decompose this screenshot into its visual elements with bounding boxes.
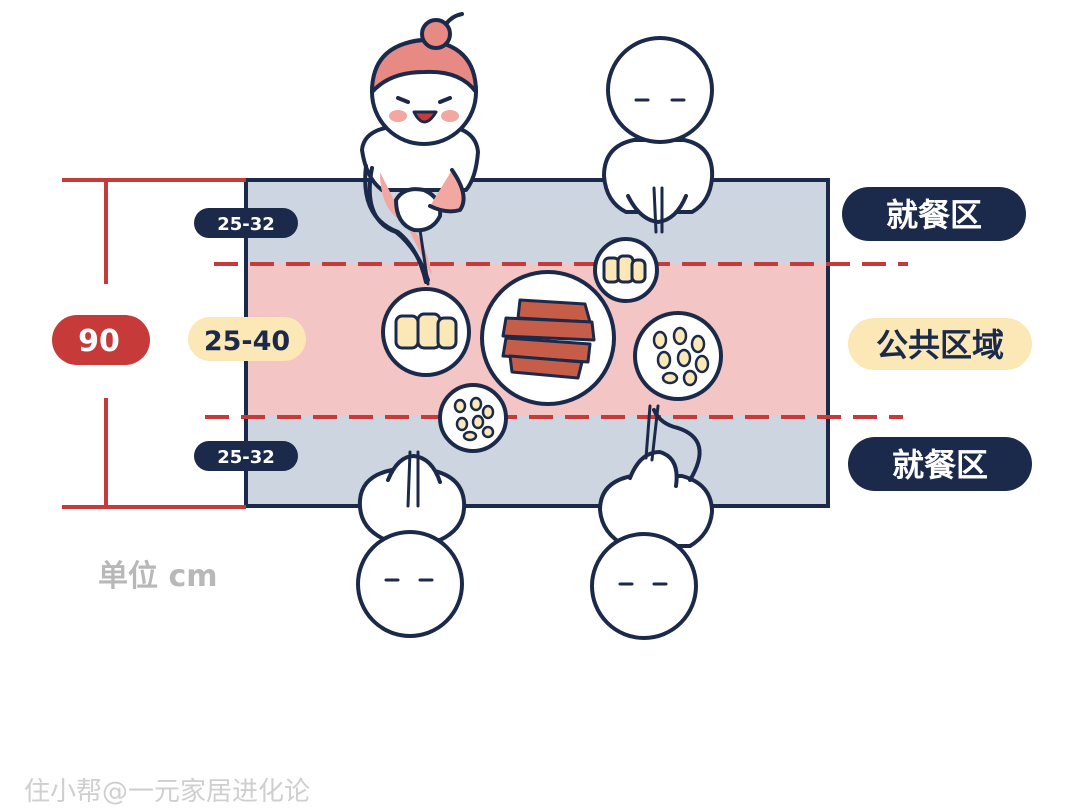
diner-icon — [590, 404, 714, 640]
meat-platter-icon — [480, 270, 616, 406]
depth-badge: 90 — [52, 315, 150, 365]
public-width-badge: 25-40 — [188, 317, 306, 361]
plate-icon — [593, 237, 659, 303]
chopsticks-icon — [406, 450, 412, 508]
bottom-dining-width-badge: 25-32 — [194, 441, 298, 471]
girl-diner-icon — [360, 12, 480, 286]
diner-icon — [356, 450, 467, 638]
top-dining-width-label: 25-32 — [217, 214, 275, 235]
top-dining-zone-badge: 就餐区 — [842, 187, 1026, 241]
dishes — [381, 237, 723, 453]
diner-icon — [602, 36, 715, 234]
watermark: 住小帮@一元家居进化论 — [24, 777, 310, 807]
plate-icon — [633, 311, 723, 401]
public-zone-label: 公共区域 — [876, 326, 1004, 364]
plate-icon — [438, 383, 508, 453]
depth-dimension — [62, 178, 246, 509]
chopsticks-icon — [652, 186, 658, 234]
unit-label: 单位 cm — [98, 559, 218, 594]
bottom-dining-zone-label: 就餐区 — [892, 446, 988, 484]
diners — [356, 12, 715, 640]
depth-label: 90 — [78, 324, 120, 359]
bottom-dining-zone-badge: 就餐区 — [848, 437, 1032, 491]
top-dining-width-badge: 25-32 — [194, 208, 298, 238]
bottom-dining-width-label: 25-32 — [217, 447, 275, 468]
public-width-label: 25-40 — [204, 326, 290, 357]
top-dining-zone-label: 就餐区 — [886, 196, 982, 234]
plate-icon — [381, 287, 471, 377]
chopsticks-icon — [650, 404, 660, 462]
public-zone-badge: 公共区域 — [848, 318, 1032, 370]
